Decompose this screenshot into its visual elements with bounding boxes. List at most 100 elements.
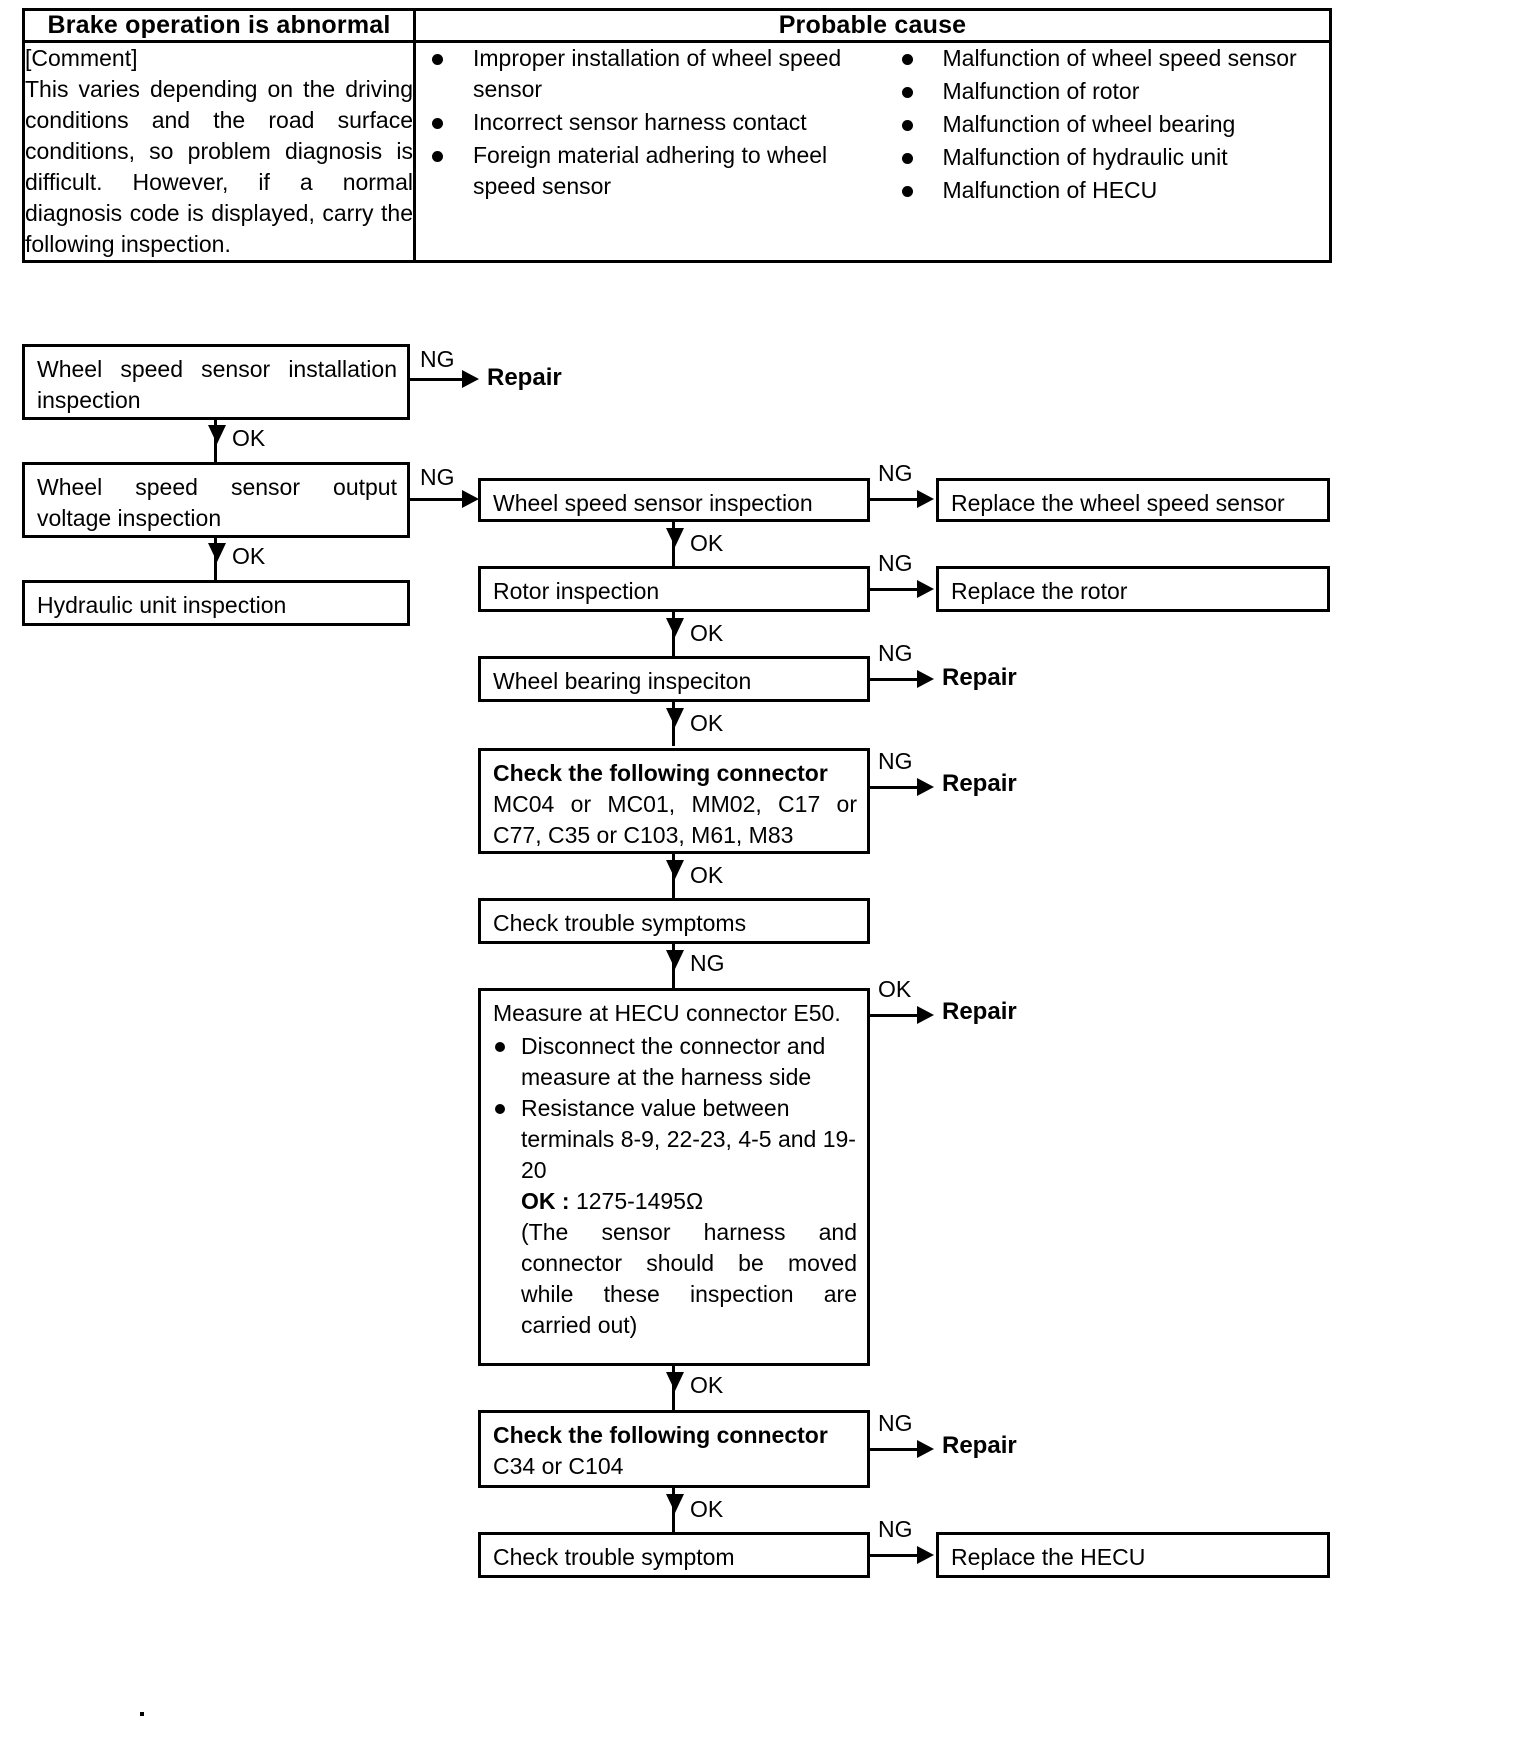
connector-line <box>870 786 928 789</box>
arrow-down-icon <box>666 618 684 637</box>
flow-node-sensor-inspection: Wheel speed sensor inspection <box>478 478 870 522</box>
flow-terminal-repair: Repair <box>942 664 1017 691</box>
measure-ok-row: OK : 1275-1495Ω <box>491 1186 857 1217</box>
flow-node-codes: C34 or C104 <box>493 1453 624 1479</box>
flow-node-check-symptom-2: Check trouble symptom <box>478 1532 870 1578</box>
edge-label-ng: NG <box>420 464 455 490</box>
arrow-down-icon <box>666 1372 684 1391</box>
list-item: Incorrect sensor harness contact <box>416 107 860 138</box>
flow-node-title: Measure at HECU connector E50. <box>493 1000 841 1026</box>
cause-column-left: Improper installation of wheel speed sen… <box>416 43 860 208</box>
list-item: Malfunction of rotor <box>886 76 1330 107</box>
flow-node-check-symptoms: Check trouble symptoms <box>478 898 870 944</box>
edge-label-ok: OK <box>232 425 266 451</box>
list-item: Malfunction of HECU <box>886 175 1330 206</box>
arrow-down-icon <box>208 425 226 444</box>
edge-label-ng: NG <box>878 1410 913 1436</box>
measure-bullet-text: Disconnect the connector and measure at … <box>521 1033 826 1090</box>
arrow-down-icon <box>666 860 684 879</box>
arrow-down-icon <box>208 543 226 562</box>
table-header-symptom: Brake operation is abnormal <box>22 8 416 43</box>
arrow-right-icon <box>917 1546 934 1564</box>
measure-ok-value: 1275-1495Ω <box>575 1188 704 1214</box>
flow-node-label: Replace the rotor <box>951 578 1128 604</box>
bullet-icon <box>432 151 443 162</box>
flow-node-replace-sensor: Replace the wheel speed sensor <box>936 478 1330 522</box>
flow-node-hydraulic-unit: Hydraulic unit inspection <box>22 580 410 626</box>
flow-node-title: Check the following connector <box>493 760 828 786</box>
bullet-icon <box>901 186 913 197</box>
flow-node-label: Hydraulic unit inspection <box>37 592 287 618</box>
edge-label-ng: NG <box>420 346 455 372</box>
arrow-down-icon <box>666 708 684 727</box>
arrow-right-icon <box>917 1006 934 1024</box>
flow-terminal-repair: Repair <box>942 770 1017 797</box>
list-item: Malfunction of hydraulic unit <box>886 142 1330 173</box>
flow-terminal-repair: Repair <box>487 364 562 391</box>
table-header-row: Brake operation is abnormal Probable cau… <box>22 8 1332 43</box>
connector-line <box>870 678 928 681</box>
list-item: Malfunction of wheel speed sensor <box>886 43 1330 74</box>
bullet-icon <box>432 118 443 129</box>
flow-node-install-inspection: Wheel speed sensor installation inspecti… <box>22 344 410 420</box>
table-header-cause: Probable cause <box>413 8 1332 43</box>
arrow-right-icon <box>917 490 934 508</box>
bullet-icon <box>901 120 913 131</box>
comment-title: [Comment] <box>25 45 138 71</box>
flow-terminal-repair: Repair <box>942 998 1017 1025</box>
arrow-right-icon <box>917 778 934 796</box>
flow-node-label: Rotor inspection <box>493 578 660 604</box>
list-item: Resistance value between terminals 8-9, … <box>491 1093 857 1186</box>
bullet-icon <box>432 54 443 65</box>
list-item: Malfunction of wheel bearing <box>886 109 1330 140</box>
flow-node-title: Check the following connector <box>493 1422 828 1448</box>
measure-bullet-text: Resistance value between terminals 8-9, … <box>521 1095 856 1183</box>
table-body-row: [Comment] This varies depending on the d… <box>22 40 1332 263</box>
flow-node-label: Wheel speed sensor installation inspecti… <box>37 356 397 413</box>
flow-node-replace-hecu: Replace the HECU <box>936 1532 1330 1578</box>
connector-line <box>410 378 466 381</box>
arrow-right-icon <box>462 490 479 508</box>
connector-line <box>870 1014 928 1017</box>
flow-node-output-voltage: Wheel speed sensor output voltage inspec… <box>22 462 410 538</box>
cause-column-right: Malfunction of wheel speed sensor Malfun… <box>886 43 1330 208</box>
flow-node-label: Wheel speed sensor output voltage inspec… <box>37 474 397 531</box>
flow-node-connector-check-1: Check the following connector MC04 or MC… <box>478 748 870 854</box>
flow-node-connector-check-2: Check the following connector C34 or C10… <box>478 1410 870 1488</box>
connector-line <box>410 498 466 501</box>
edge-label-ok: OK <box>690 710 724 736</box>
cause-text: Foreign material adhering to wheel speed… <box>473 142 828 199</box>
edge-label-ng: NG <box>690 950 725 976</box>
bullet-icon <box>901 87 913 98</box>
edge-label-ok: OK <box>878 976 912 1002</box>
arrow-down-icon <box>666 950 684 969</box>
list-item: Disconnect the connector and measure at … <box>491 1031 857 1093</box>
connector-line <box>870 498 928 501</box>
arrow-down-icon <box>666 1494 684 1513</box>
flow-node-label: Replace the HECU <box>951 1544 1146 1570</box>
list-item: Improper installation of wheel speed sen… <box>416 43 860 105</box>
flow-node-bearing-inspection: Wheel bearing inspeciton <box>478 656 870 702</box>
flow-node-measure-hecu: Measure at HECU connector E50. Disconnec… <box>478 988 870 1366</box>
cause-text: Malfunction of hydraulic unit <box>942 144 1228 170</box>
bullet-icon <box>901 153 913 164</box>
arrow-down-icon <box>666 528 684 547</box>
bullet-icon <box>495 1104 505 1114</box>
cause-text: Incorrect sensor harness contact <box>473 109 807 135</box>
edge-label-ok: OK <box>690 862 724 888</box>
edge-label-ok: OK <box>690 530 724 556</box>
connector-line <box>870 588 928 591</box>
cause-text: Improper installation of wheel speed sen… <box>473 45 842 102</box>
arrow-right-icon <box>917 1440 934 1458</box>
edge-label-ng: NG <box>878 550 913 576</box>
page-tick-mark <box>140 1712 144 1716</box>
flow-node-codes: MC04 or MC01, MM02, C17 or C77, C35 or C… <box>493 791 857 848</box>
cause-text: Malfunction of wheel speed sensor <box>942 45 1297 71</box>
edge-label-ng: NG <box>878 640 913 666</box>
edge-label-ok: OK <box>690 1372 724 1398</box>
edge-label-ok: OK <box>690 1496 724 1522</box>
measure-ok-label: OK : <box>521 1188 570 1214</box>
comment-cell: [Comment] This varies depending on the d… <box>22 40 416 263</box>
flow-node-label: Check trouble symptom <box>493 1544 735 1570</box>
probable-cause-table: Brake operation is abnormal Probable cau… <box>22 8 1332 263</box>
